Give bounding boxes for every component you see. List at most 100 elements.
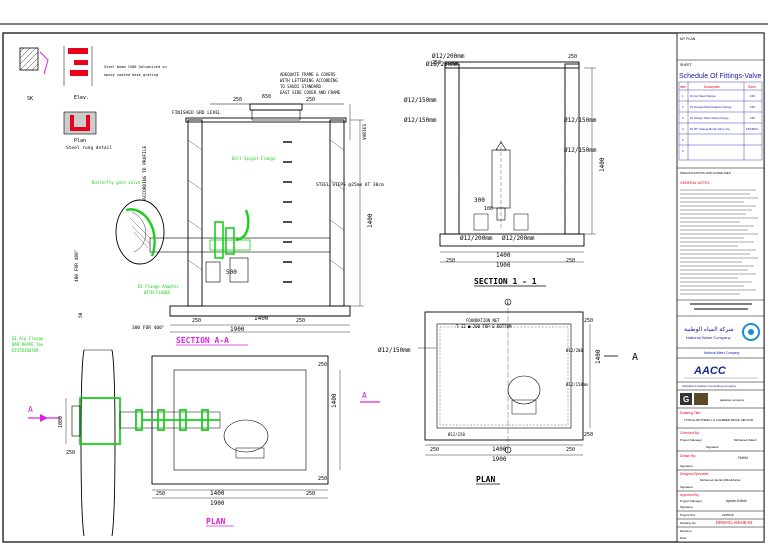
detail-note-1: Steel beam 1500 Galvanized on bbox=[104, 65, 167, 69]
dim-1900-11: 1900 bbox=[496, 262, 511, 269]
plan-note-2: BAR RAPPE Tee bbox=[12, 342, 44, 347]
dim-1900-plan: 1900 bbox=[210, 500, 225, 507]
detail-sketches: SK Elev. Steel beam 1500 Galvanized on e… bbox=[19, 46, 167, 151]
steel-steps-label: STEEL STEPS @25mm AT 30cm bbox=[316, 182, 384, 188]
row-desc: DI Flange Plain Valve Flange bbox=[690, 116, 729, 120]
project-no: 2165516 bbox=[722, 513, 734, 517]
bottom-note-plan: Ø12/150 bbox=[448, 432, 465, 437]
drawing-no: DRW-GL-MCHE-04 bbox=[716, 520, 753, 525]
dim-1400-plan: 1400 bbox=[210, 490, 225, 497]
dim-50: 50 bbox=[78, 312, 84, 318]
marker-a-right: A bbox=[362, 391, 367, 400]
col-size: Sizes bbox=[748, 85, 756, 89]
col-item: Item bbox=[680, 85, 687, 89]
dim-1400-v-plan: 1400 bbox=[331, 393, 338, 408]
contractor-caption: galaxtax company bbox=[720, 398, 745, 402]
left-bar-plan: Ø12/150mm bbox=[378, 347, 411, 354]
notes-heading: SPECIFICATIONS AND GUIDELINES bbox=[680, 171, 731, 175]
signature-3: Signature bbox=[680, 485, 693, 489]
pipe-note-1: DI Flange Adapter bbox=[138, 284, 180, 289]
left-bar-1: Ø12/150mm bbox=[404, 97, 437, 104]
right-bar-2-plan: Ø12/150mm bbox=[566, 382, 588, 387]
tb-sheet-label: SHEET bbox=[680, 63, 693, 67]
marker-a-plan-right: A bbox=[632, 352, 638, 363]
frame-note-3: TO SAUDI STANDARD bbox=[280, 84, 322, 89]
revision-label: Revision bbox=[680, 529, 692, 533]
dim-500: 500 bbox=[226, 269, 237, 276]
row-size: 150/80Gr bbox=[746, 127, 759, 131]
row-item: 5 bbox=[682, 138, 684, 142]
date-label: Date bbox=[680, 536, 687, 540]
dim-250-l: 250 bbox=[192, 318, 201, 324]
dim-250-r-plan-right: 250 bbox=[566, 447, 575, 453]
according-profile-label: ACCORDING TO PROFILE bbox=[142, 146, 148, 200]
top-bar-1: Ø12/200mm bbox=[432, 53, 465, 60]
dim-650: 650 bbox=[262, 94, 271, 100]
checked-role: Project Manager bbox=[680, 438, 702, 442]
dim-1400-v-plan-right: 1400 bbox=[595, 349, 602, 364]
drawn-name: FAHIM bbox=[738, 456, 748, 460]
dim-1900-plan-right: 1900 bbox=[492, 456, 507, 463]
dim-250-tr-plan: 250 bbox=[318, 362, 327, 368]
drawing-no-label: Drawing No: bbox=[680, 521, 697, 525]
dim-1000: 1000 bbox=[58, 416, 64, 428]
row-item: 2 bbox=[682, 105, 684, 109]
plan-right-title: PLAN bbox=[476, 475, 495, 484]
signature-2: Signature bbox=[680, 464, 693, 468]
client-arabic: شركة المياه الوطنية bbox=[684, 326, 734, 333]
dim-1400-plan-right: 1400 bbox=[492, 446, 507, 453]
frame-note-1: ADEQUATE FRAME & COVERS bbox=[280, 72, 336, 77]
dim-1400: 1400 bbox=[254, 315, 269, 322]
drawing-title: TYPICAL BUTTERFLY & CHAMBER DETAIL SECTI… bbox=[684, 418, 753, 422]
steel-rung-note: Steel rung detail bbox=[66, 145, 112, 151]
section-a-a-title: SECTION A-A bbox=[176, 336, 229, 345]
plan-note-1: DI Alp Flange bbox=[12, 336, 44, 341]
dim-100: 100 bbox=[484, 206, 493, 212]
client-caption: National Water Company bbox=[704, 351, 740, 355]
elev-label: Elev. bbox=[74, 95, 89, 101]
dim-250-b-plan-right: 250 bbox=[584, 432, 593, 438]
section-1-1-title: SECTION 1 - 1 bbox=[474, 277, 537, 286]
approved-role: Project Manager bbox=[680, 499, 702, 503]
dim-1400-v: 1400 bbox=[367, 213, 374, 228]
dim-250-top: 250 bbox=[233, 97, 242, 103]
signature-1: Signature bbox=[706, 445, 719, 449]
pipe-note-2: WITH FLANGE bbox=[144, 290, 171, 295]
row-item: 4 bbox=[682, 127, 684, 131]
dim-250-t-plan-right: 250 bbox=[584, 318, 593, 324]
detail-note-2: epoxy coated base grating bbox=[104, 73, 158, 77]
approved-label: Approved By: bbox=[680, 493, 699, 497]
dim-250-l-11: 250 bbox=[446, 258, 455, 264]
sk-label: SK bbox=[27, 96, 33, 102]
marker-a-left: A bbox=[28, 405, 33, 414]
varies-label: VARIES bbox=[362, 123, 368, 140]
bottom-bar-1: Ø12/200mm bbox=[460, 235, 493, 242]
row-desc: DI AG Steel Flange bbox=[690, 94, 716, 98]
dim-1400-v-11: 1400 bbox=[599, 157, 606, 172]
dim-250-tl: 250 bbox=[432, 60, 441, 66]
approved-name: Ayman Al Ahle bbox=[726, 499, 747, 503]
frame-note-2: WITH LETTERING ACCORDING bbox=[280, 78, 338, 83]
row-size: 150 bbox=[750, 105, 755, 109]
client-name: National Water Company bbox=[686, 335, 731, 340]
row-desc: DI Flanged Bell Adapter Flange bbox=[690, 105, 732, 109]
dim-250-b: 250 bbox=[306, 97, 315, 103]
drawn-label: Drawn By: bbox=[680, 454, 696, 458]
foundation-note-2: T 12 ■ 200 TOP & BOTTOM bbox=[456, 324, 512, 329]
nwc-logo-icon bbox=[742, 323, 760, 341]
dim-250-tr: 250 bbox=[568, 54, 577, 60]
checked-label: Checked By: bbox=[680, 431, 700, 435]
plan-detail-label: Plan bbox=[74, 138, 86, 144]
frame-note-4: EAST SIDE COVER AND FRAME bbox=[280, 90, 341, 95]
finished-grade-label: FINISHED GRD LEVEL bbox=[172, 110, 221, 116]
signature-4: Signature bbox=[680, 505, 693, 509]
dim-250-br-plan: 250 bbox=[318, 476, 327, 482]
dim-250-br2-plan: 250 bbox=[306, 491, 315, 497]
dim-250-l-plan: 250 bbox=[156, 491, 165, 497]
title-block: MY PLAN SHEET Schedule Of Fittings-Valve… bbox=[676, 32, 765, 543]
dim-400-left: 400 FOR 400" bbox=[74, 249, 80, 282]
designed-label: Designed Specialist: bbox=[680, 472, 709, 476]
contractor-logo-icon bbox=[680, 393, 692, 405]
tb-project: MY PLAN bbox=[680, 37, 696, 41]
